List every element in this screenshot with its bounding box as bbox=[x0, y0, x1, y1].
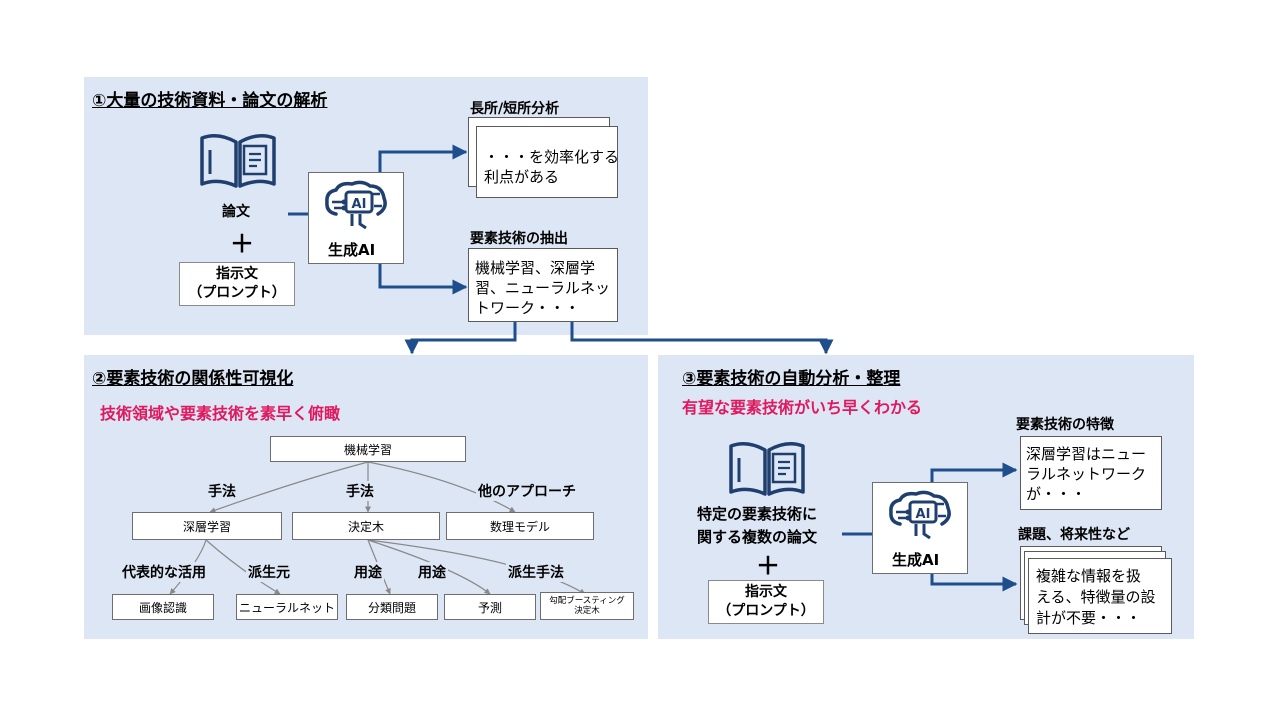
plus-sign-3: ＋ bbox=[756, 552, 780, 580]
ai-chip-text-3: AI bbox=[916, 507, 931, 522]
node-neural-net: ニューラルネット bbox=[236, 594, 338, 620]
plus-sign: ＋ bbox=[230, 230, 254, 258]
node-deep-learning: 深層学習 bbox=[132, 512, 282, 540]
instruction3-line-1: 指示文 bbox=[745, 584, 787, 600]
edge-label-derived: 派生手法 bbox=[506, 562, 566, 582]
gb-line-1: 勾配ブースティング bbox=[549, 596, 625, 606]
edge-label-other: 他のアプローチ bbox=[476, 481, 578, 501]
tree-root: 機械学習 bbox=[270, 436, 466, 462]
ai-label: 生成AI bbox=[328, 241, 376, 259]
paper-book-icon bbox=[729, 442, 805, 496]
out1-card bbox=[476, 126, 618, 198]
node-math-model: 数理モデル bbox=[446, 512, 594, 540]
book-icon bbox=[200, 134, 276, 188]
instruction-box-3: 指示文 （プロンプト） bbox=[708, 580, 824, 624]
edge-label-usage: 代表的な活用 bbox=[120, 562, 208, 582]
out2-text-1: 機械学習、深層学 bbox=[475, 259, 596, 277]
ai-label-3: 生成AI bbox=[892, 551, 940, 569]
p3-out1-text-3: が・・・ bbox=[1026, 485, 1087, 503]
panel-2-title: ②要素技術の関係性可視化 bbox=[92, 369, 294, 389]
out1-text-2: 利点がある bbox=[484, 168, 560, 186]
instruction-line-2: （プロンプト） bbox=[188, 285, 286, 301]
instruction-line-1: 指示文 bbox=[216, 266, 258, 282]
p3-out2-text-2: える、特徴量の設 bbox=[1036, 588, 1156, 606]
ai-brain-icon-3: AI bbox=[889, 490, 951, 540]
out2-text-3: トワーク・・・ bbox=[475, 299, 580, 317]
edge-label-use-2: 用途 bbox=[416, 562, 448, 582]
node-image-recognition: 画像認識 bbox=[112, 594, 214, 620]
p3-out2-card bbox=[1028, 558, 1172, 634]
edge-label-method-2: 手法 bbox=[344, 481, 376, 501]
node-prediction: 予測 bbox=[444, 594, 536, 620]
generative-ai-box bbox=[308, 172, 404, 264]
node-gradient-boosting: 勾配ブースティング 決定木 bbox=[540, 592, 634, 620]
ai-brain-icon: AI bbox=[325, 180, 387, 230]
p3-out2-text-3: 計が不要・・・ bbox=[1036, 609, 1142, 627]
edge-label-use-1: 用途 bbox=[352, 562, 384, 582]
instruction3-line-2: （プロンプト） bbox=[717, 603, 815, 619]
book-label: 論文 bbox=[222, 204, 250, 220]
p3-out1-text-1: 深層学習はニュー bbox=[1026, 445, 1147, 463]
edge-label-origin: 派生元 bbox=[246, 562, 292, 582]
ai-chip-text: AI bbox=[352, 197, 367, 212]
gb-line-2: 決定木 bbox=[574, 606, 600, 616]
paper-label-1: 特定の要素技術に bbox=[697, 505, 818, 523]
p3-out1-title: 要素技術の特徴 bbox=[1016, 417, 1114, 433]
panel-3-title: ③要素技術の自動分析・整理 bbox=[682, 369, 901, 389]
panel-3-subtitle: 有望な要素技術がいち早くわかる bbox=[682, 398, 923, 417]
instruction-box: 指示文 （プロンプト） bbox=[179, 262, 295, 306]
node-decision-tree: 決定木 bbox=[292, 512, 440, 540]
out2-title: 要素技術の抽出 bbox=[470, 231, 568, 247]
generative-ai-box-3 bbox=[872, 482, 968, 574]
panel-2-subtitle: 技術領域や要素技術を素早く俯瞰 bbox=[100, 404, 341, 423]
paper-label-2: 関する複数の論文 bbox=[697, 528, 818, 546]
out2-card bbox=[468, 248, 618, 322]
node-classification: 分類問題 bbox=[346, 594, 438, 620]
out1-title: 長所/短所分析 bbox=[470, 101, 560, 117]
p3-out2-title: 課題、将来性など bbox=[1018, 527, 1130, 543]
panel-1-title: ①大量の技術資料・論文の解析 bbox=[92, 91, 328, 111]
p3-out2-text-1: 複雑な情報を扱 bbox=[1036, 567, 1142, 585]
edge-label-method-1: 手法 bbox=[206, 481, 238, 501]
p3-out1-text-2: ラルネットワーク bbox=[1026, 465, 1147, 483]
out1-text-1: ・・・を効率化する bbox=[484, 148, 620, 166]
p3-out1-card bbox=[1020, 436, 1162, 510]
out2-text-2: 習、ニューラルネッ bbox=[475, 279, 611, 297]
